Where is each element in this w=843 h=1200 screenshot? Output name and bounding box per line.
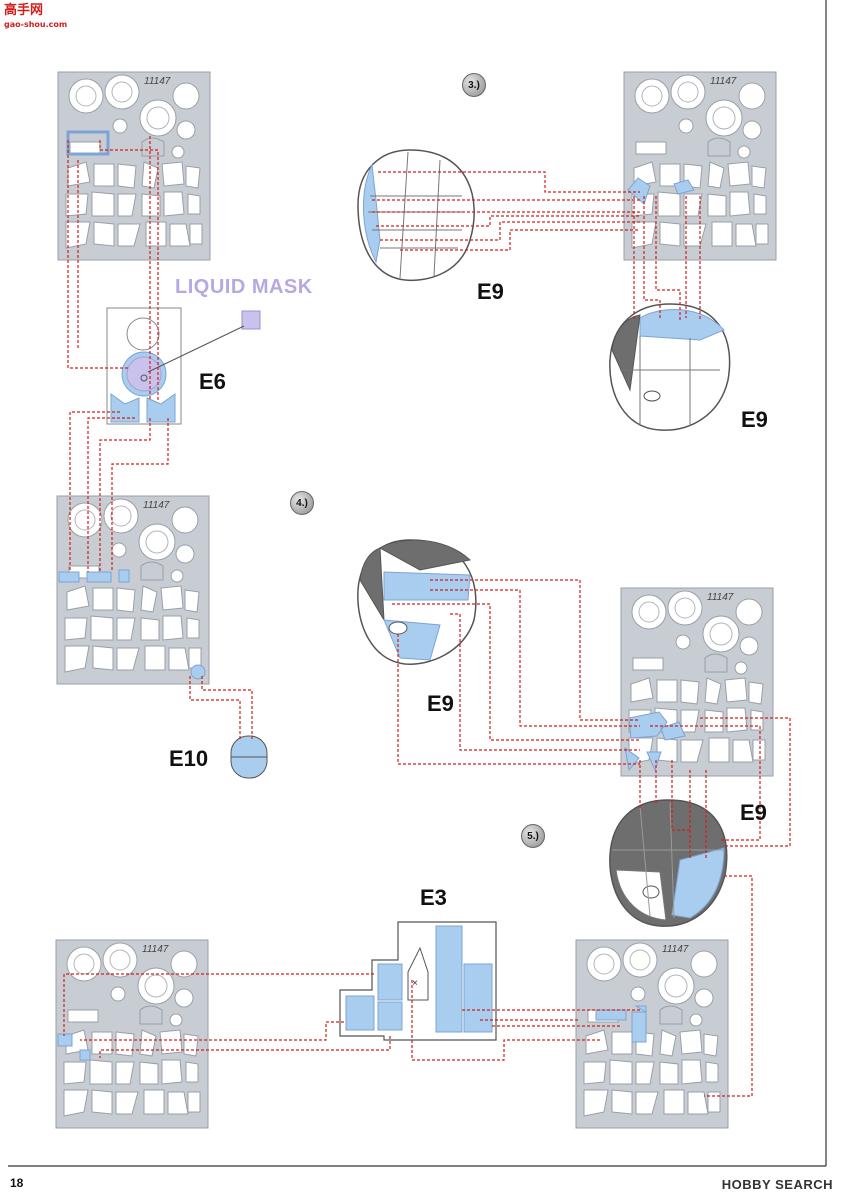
label-e6: E6 <box>199 369 226 394</box>
part-e10 <box>230 735 268 779</box>
watermark-url: gao-shou.com <box>4 20 68 29</box>
liquid-mask-swatch <box>241 310 261 330</box>
canopy-e9-step3-right <box>609 303 731 431</box>
canopy-e9-step4-left <box>357 539 477 665</box>
step-marker-4: 4.) <box>290 491 314 515</box>
mask-sheet-bottom-left <box>55 939 209 1129</box>
canopy-e9-step4-right <box>609 799 728 927</box>
watermark-site: 高手网 <box>4 3 44 18</box>
part-e3: × <box>339 921 497 1041</box>
site-watermark: 高手网 gao-shou.com <box>4 4 67 32</box>
mask-sheet-bottom-right <box>575 939 729 1129</box>
page-number: 18 <box>10 1176 24 1190</box>
label-e9-step3-right: E9 <box>741 407 768 432</box>
canopy-e9-step3-top <box>357 149 475 282</box>
mask-sheet-e6 <box>106 307 182 425</box>
liquid-mask-label: LIQUID MASK <box>175 276 313 298</box>
brand-watermark: HOBBY SEARCH <box>721 1177 833 1192</box>
label-e9-step3-top: E9 <box>477 279 504 304</box>
step-marker-3: 3.) <box>462 73 486 97</box>
label-e9-step4-right: E9 <box>740 800 767 825</box>
label-e3: E3 <box>420 885 447 910</box>
mask-sheet-mid-right <box>620 587 774 777</box>
svg-text:×: × <box>412 978 418 989</box>
leader-lines <box>63 136 791 1097</box>
label-e9-step4-left: E9 <box>427 691 454 716</box>
mask-sheet-top-left <box>57 71 211 261</box>
label-e10: E10 <box>169 746 209 771</box>
step-marker-5: 5.) <box>521 824 545 848</box>
mask-sheet-mid-left <box>56 495 210 685</box>
